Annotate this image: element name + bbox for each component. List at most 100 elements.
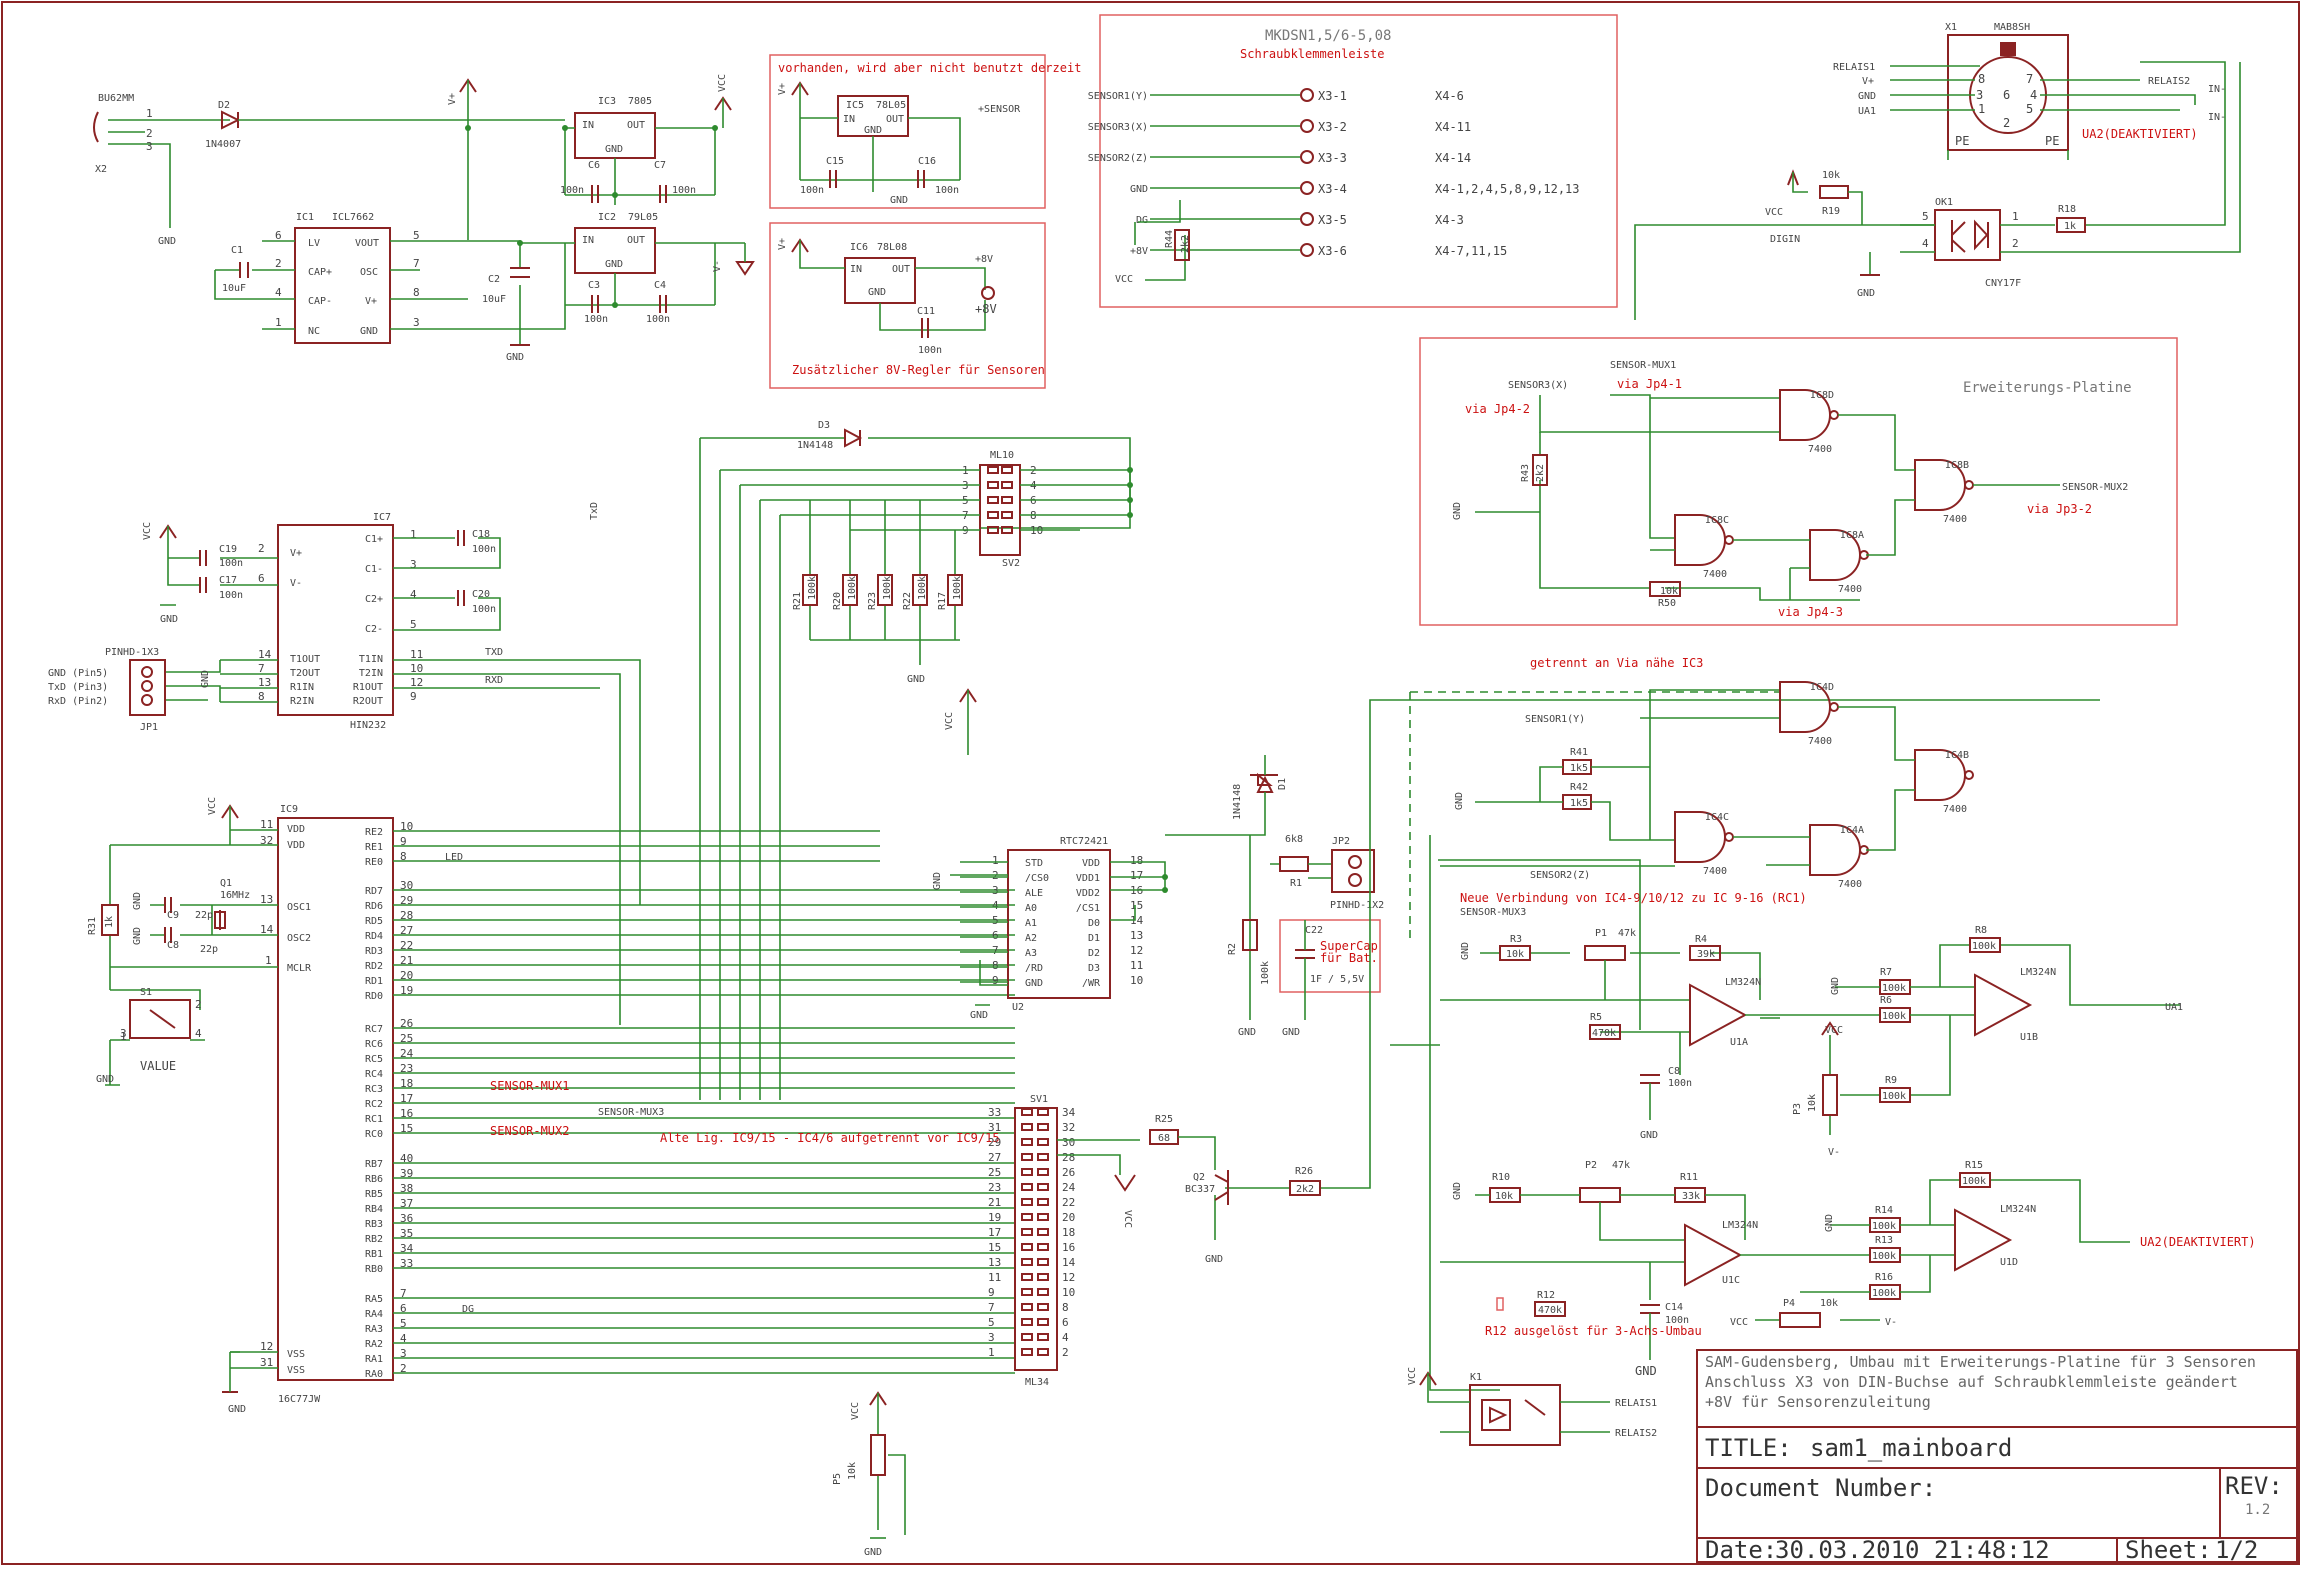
ml34-pin [1037, 1228, 1049, 1236]
txd-rot-label: TxD [589, 502, 600, 520]
gates-bottom: getrennt an Via nähe IC3 SENSOR1(Y) SENS… [1390, 656, 1974, 1391]
rtc-pin-label: A1 [1025, 918, 1037, 929]
ic9-pin-num: 8 [400, 850, 407, 863]
ml34-pin [1037, 1168, 1049, 1176]
ic9-pin-num: 5 [400, 1317, 407, 1330]
digin-label: DIGIN [1770, 234, 1800, 245]
ml34-pin [1021, 1228, 1033, 1236]
terminal-screw-icon [1300, 212, 1314, 226]
ok1-vcc: VCC [1765, 207, 1783, 218]
r31-label: R31 [87, 917, 98, 935]
r12-note: R12 ausgelöst für 3-Achs-Umbau [1485, 1324, 1702, 1338]
pic-mux3: SENSOR-MUX3 [598, 1107, 664, 1118]
r3-gnd: GND [1460, 942, 1471, 960]
ml34-pin-num: 2 [1062, 1346, 1069, 1359]
r50-value: 10k [1660, 586, 1678, 597]
din-socket-x1: X1 MAB8SH 8 7 3 6 4 1 5 2 PE PE RELAIS1 … [1833, 22, 2226, 160]
ic9-pin-num: 3 [400, 1347, 407, 1360]
terminal-signal: SENSOR2(Z) [1088, 153, 1148, 164]
r26-value: 2k2 [1296, 1184, 1314, 1195]
ic9-pin-label: RB5 [365, 1189, 383, 1200]
gate-gnd2: GND [1454, 792, 1465, 810]
neue-verbindung: Neue Verbindung von IC4-9/10/12 zu IC 9-… [1460, 891, 1807, 905]
terminal-conn: X4-3 [1435, 213, 1464, 227]
ic7-pin-label: T2IN [359, 668, 383, 679]
ml10-res-value: 100k [807, 576, 818, 600]
k1-relais2: RELAIS2 [1615, 1428, 1657, 1439]
pic-mux1: SENSOR-MUX1 [490, 1079, 569, 1093]
ic9-pin-label: RA2 [365, 1339, 383, 1350]
u1b-label: U1B [2020, 1032, 2038, 1043]
r44-label: R44 [1164, 230, 1175, 248]
ic1-gnd: GND [360, 326, 378, 337]
rtc-pin-label: STD [1025, 858, 1043, 869]
rtc-pin-label: D2 [1088, 948, 1100, 959]
r7-label: R7 [1880, 967, 1892, 978]
r6-value: 100k [1882, 1011, 1906, 1022]
r1-label: R1 [1290, 878, 1302, 889]
ml34-pin [1037, 1108, 1049, 1116]
unused-note: vorhanden, wird aber nicht benutzt derze… [778, 61, 1081, 75]
ic9-pin-label: RC5 [365, 1054, 383, 1065]
terminal-screw-icon [1300, 243, 1314, 257]
alte-lig-note: Alte Lig. IC9/15 - IC4/6 aufgetrennt vor… [660, 1131, 1000, 1145]
r7-gnd: GND [1830, 977, 1841, 995]
power-section: BU62MM X2 123 D2 1N4007 GND V+ IC3 7805 … [93, 74, 755, 363]
ml10-resistor [947, 574, 963, 606]
ml34-pin [1021, 1213, 1033, 1221]
c7-value: 100n [672, 185, 696, 196]
ic7-pin-num: 9 [410, 690, 417, 703]
terminal-title1: MKDSN1,5/6-5,08 [1265, 28, 1391, 44]
k1-label: K1 [1470, 1372, 1482, 1383]
gate-sensor1: SENSOR1(Y) [1525, 714, 1585, 725]
r18-value: 1k [2064, 221, 2076, 232]
p8v-label-1: +8V [975, 254, 993, 265]
terminal-conn: X4-6 [1435, 89, 1464, 103]
ml34-pin [1037, 1153, 1049, 1161]
r43-label: R43 [1520, 464, 1531, 482]
ic9-vss2: VSS [287, 1365, 305, 1376]
ic7-pin-label: R1OUT [353, 682, 383, 693]
u1a-label: U1A [1730, 1037, 1748, 1048]
ic9-vss1: VSS [287, 1349, 305, 1360]
c3-label: C3 [588, 280, 600, 291]
rtc-pin-num: 18 [1130, 854, 1143, 867]
ml34-pin [1021, 1123, 1033, 1131]
ml34-pin-num: 30 [1062, 1136, 1075, 1149]
rtc-vcc: VCC [944, 712, 955, 730]
gate-via1: via Jp4-1 [1617, 377, 1682, 391]
c19-value: 100n [219, 558, 243, 569]
ic9-mclr: MCLR [287, 963, 312, 974]
rtc-pin-label: VDD2 [1076, 888, 1100, 899]
r5-value: 470k [1592, 1028, 1616, 1039]
ml10-pin [1001, 511, 1013, 519]
rtc-gnd2: GND [970, 1010, 988, 1021]
r18-label: R18 [2058, 204, 2076, 215]
ic2-in: IN [582, 235, 594, 246]
ml34-pin [1021, 1258, 1033, 1266]
ml34-pin [1021, 1243, 1033, 1251]
ic9-pin-num: 28 [400, 909, 413, 922]
rtc-gnd: GND [932, 872, 943, 890]
u1a-opamp [1689, 983, 1748, 1047]
x1-type: MAB8SH [1994, 22, 2030, 33]
ic9-pin-num: 34 [400, 1242, 414, 1255]
ml10-res-label: R23 [867, 592, 878, 610]
ic9-pin-num: 30 [400, 879, 413, 892]
svg-text:11: 11 [260, 818, 273, 831]
svg-text:7: 7 [413, 257, 420, 270]
ic4b-label: IC4B [1945, 750, 1969, 761]
ml34-pin-num: 11 [988, 1271, 1001, 1284]
ml34-pin-num: 22 [1062, 1196, 1075, 1209]
ic5-out: OUT [886, 114, 904, 125]
ic9-pin-label: RA3 [365, 1324, 383, 1335]
ic6-in: IN [850, 264, 862, 275]
din-gnd: GND [1858, 91, 1876, 102]
r2-value: 100k [1260, 961, 1271, 985]
ic7-pin-num: 10 [410, 662, 423, 675]
ml10-res-label: R22 [902, 592, 913, 610]
u1d-label: U1D [2000, 1257, 2018, 1268]
getrennt-note: getrennt an Via nähe IC3 [1530, 656, 1703, 670]
